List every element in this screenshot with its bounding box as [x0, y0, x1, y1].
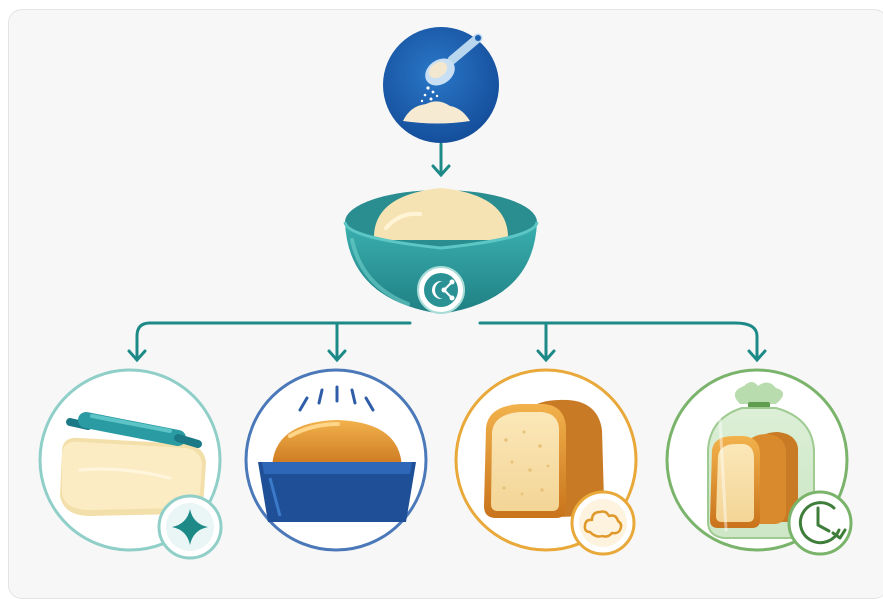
output-node-rolled-dough: [38, 368, 223, 560]
output-node-bagged-bread: [665, 368, 853, 556]
dough-bowl-icon: [343, 188, 539, 314]
branch-line: [135, 321, 759, 360]
arrowhead-hub: [431, 164, 451, 178]
arrowhead-out-1: [127, 349, 147, 363]
network-share-icon: [417, 266, 465, 314]
clock-icon: [787, 490, 853, 556]
output-node-bread-loaf: [454, 368, 638, 556]
arrowhead-out-4: [747, 349, 767, 363]
arrowhead-out-2: [327, 349, 347, 363]
bread-loaf-icon: [484, 399, 604, 518]
connectors: [127, 142, 767, 363]
sparkle-icon: [157, 494, 223, 560]
rolled-dough-icon: [60, 412, 206, 516]
arrowhead-out-3: [536, 349, 556, 363]
output-node-baked-loaf: [244, 368, 428, 552]
baked-loaf-pan-icon: [258, 385, 416, 522]
cloud-puff-icon: [570, 490, 636, 556]
flour-scoop-icon: [383, 27, 499, 143]
bagged-bread-icon: [707, 382, 815, 539]
